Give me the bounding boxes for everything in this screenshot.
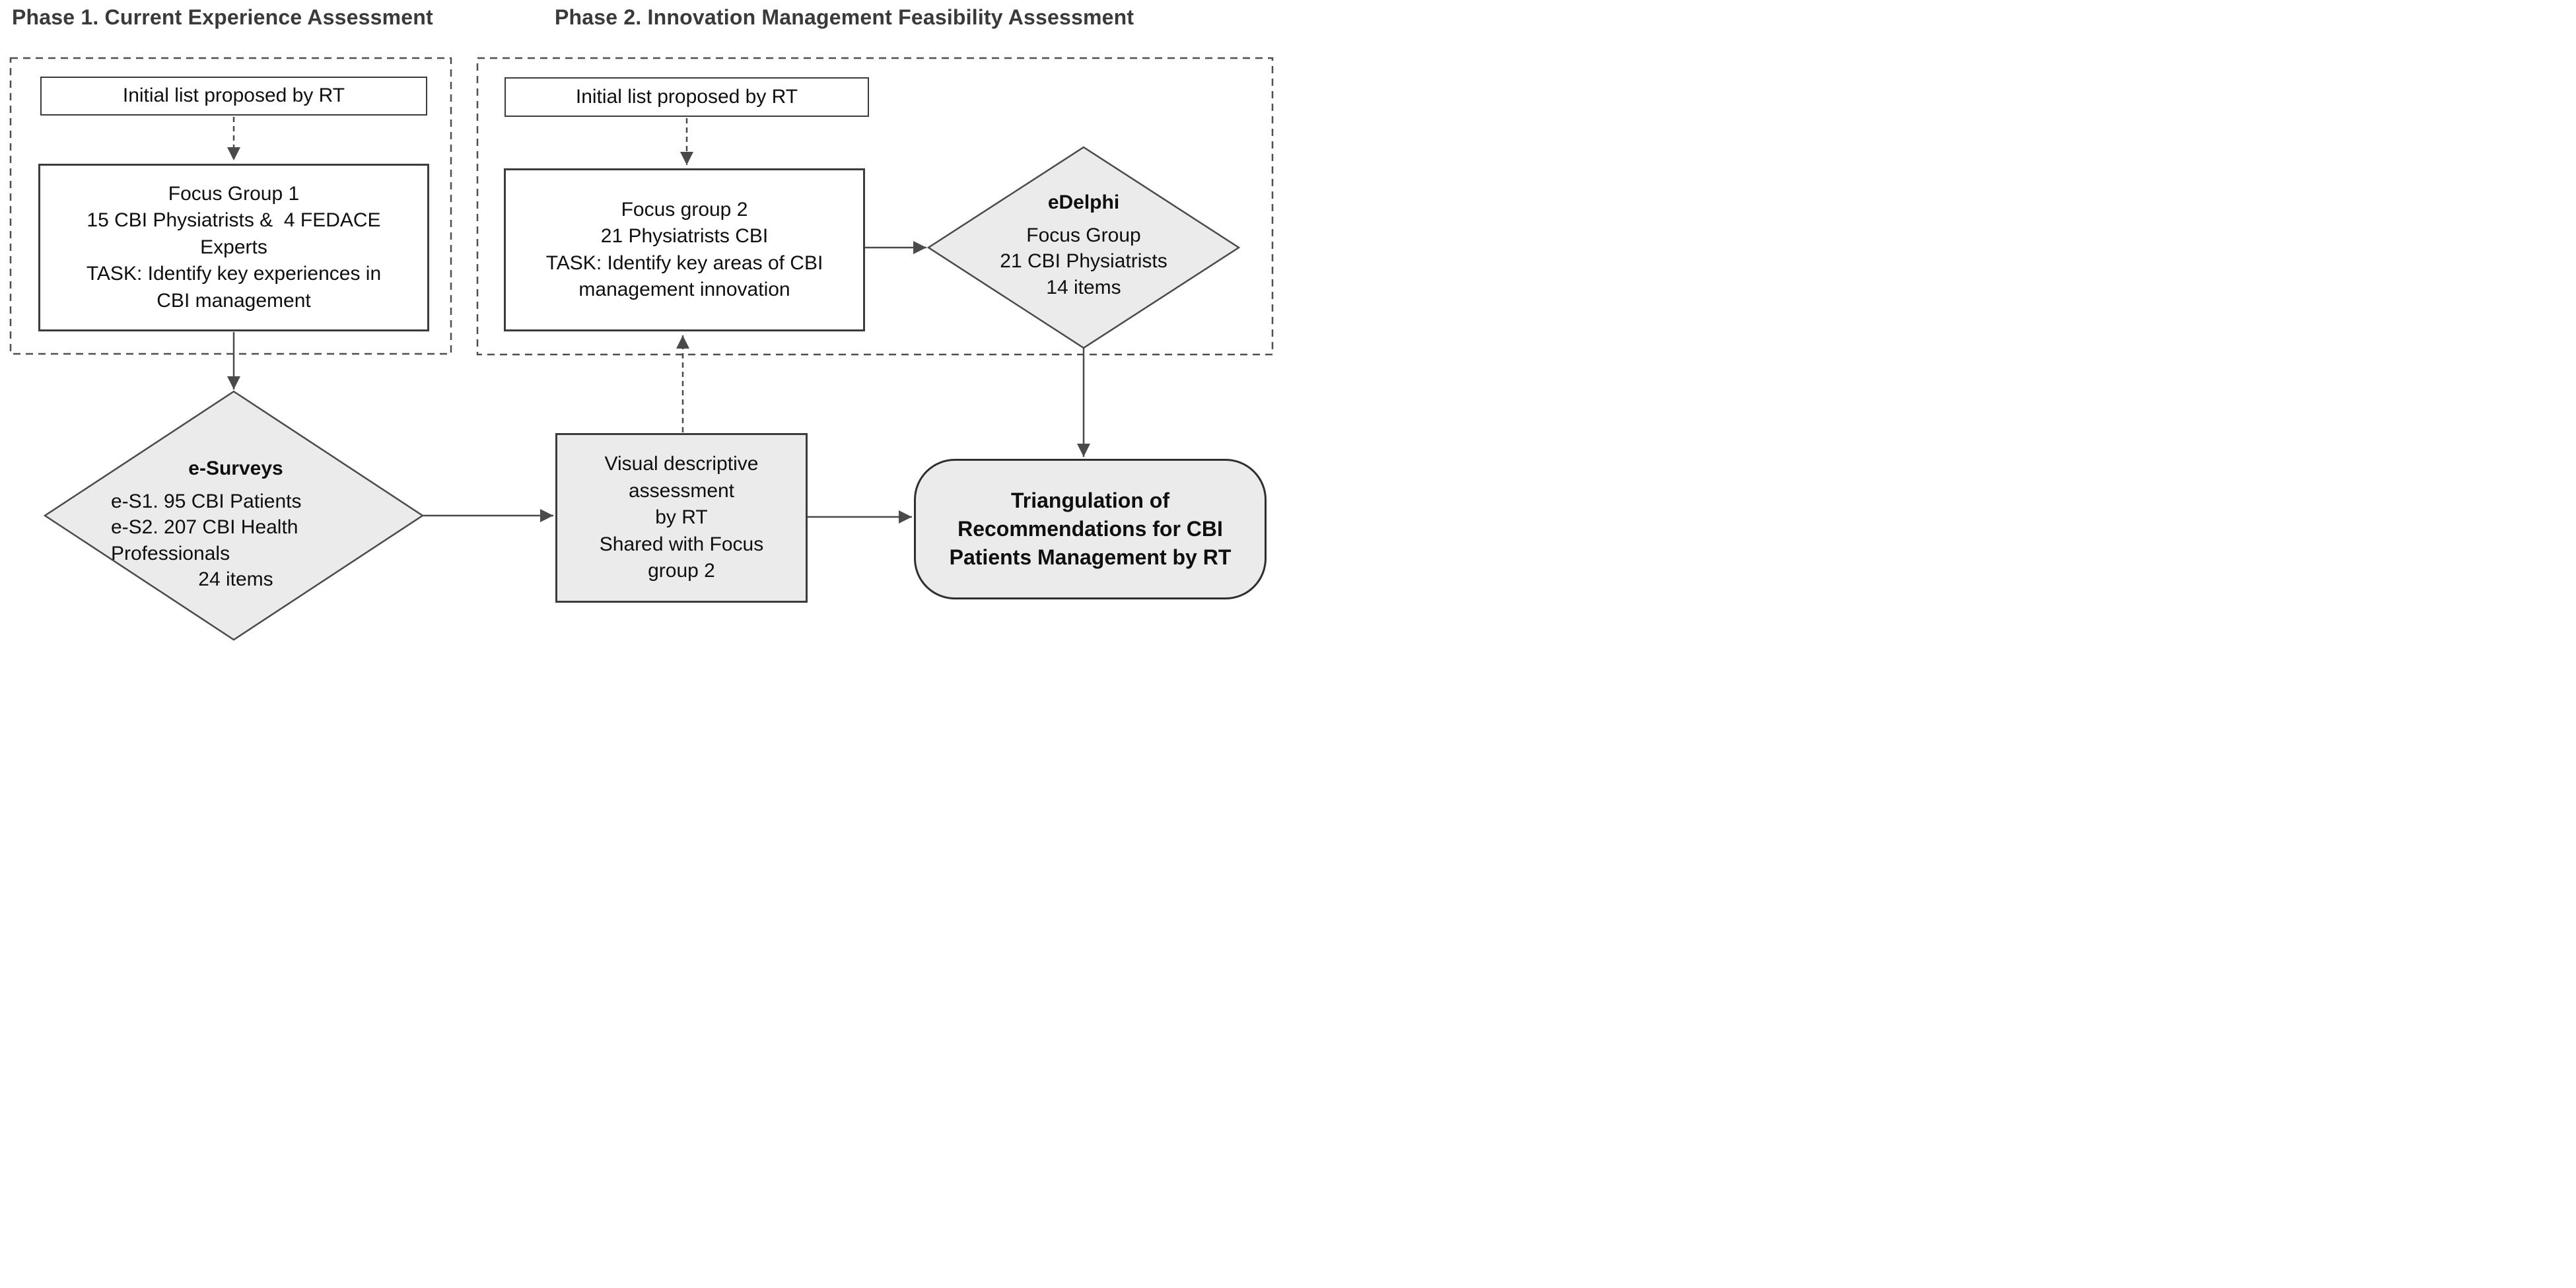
esurveys-diamond <box>43 390 425 641</box>
focus-group-2-box: Focus group 2 21 Physiatrists CBI TASK: … <box>504 168 865 331</box>
visual-descriptive-assessment-box: Visual descriptive assessment by RT Shar… <box>555 433 808 603</box>
phase1-dashed-container <box>9 57 452 355</box>
diagram-shapes-layer <box>9 57 1274 641</box>
esurveys-line-2: e-S2. 207 CBI Health <box>111 516 298 539</box>
edelphi-diamond-text: eDelphi Focus Group 21 CBI Physiatrists … <box>958 189 1209 300</box>
edelphi-line-2: 21 CBI Physiatrists <box>1000 250 1167 273</box>
phase1-title: Phase 1. Current Experience Assessment <box>12 5 433 29</box>
esurveys-diamond-text: e-Surveys e-S1. 95 CBI Patients e-S2. 20… <box>111 456 361 593</box>
esurveys-line-3: Professionals <box>111 542 230 564</box>
edelphi-title: eDelphi <box>1047 191 1120 213</box>
edelphi-line-3: 14 items <box>1046 276 1121 298</box>
triangulation-box: Triangulation of Recommendations for CBI… <box>914 459 1267 599</box>
phase2-title: Phase 2. Innovation Management Feasibili… <box>555 5 1134 29</box>
edelphi-line-1: Focus Group <box>1026 224 1141 246</box>
esurveys-line-1: e-S1. 95 CBI Patients <box>111 490 302 512</box>
study-flow-diagram: Phase 1. Current Experience Assessment P… <box>0 0 1288 644</box>
focus-group-1-box: Focus Group 1 15 CBI Physiatrists & 4 FE… <box>38 164 429 331</box>
phase1-initial-list-box: Initial list proposed by RT <box>40 77 427 116</box>
esurveys-title: e-Surveys <box>188 458 283 479</box>
phase2-dashed-container <box>476 57 1274 356</box>
phase2-initial-list-box: Initial list proposed by RT <box>505 77 869 117</box>
esurveys-line-4: 24 items <box>198 568 273 591</box>
